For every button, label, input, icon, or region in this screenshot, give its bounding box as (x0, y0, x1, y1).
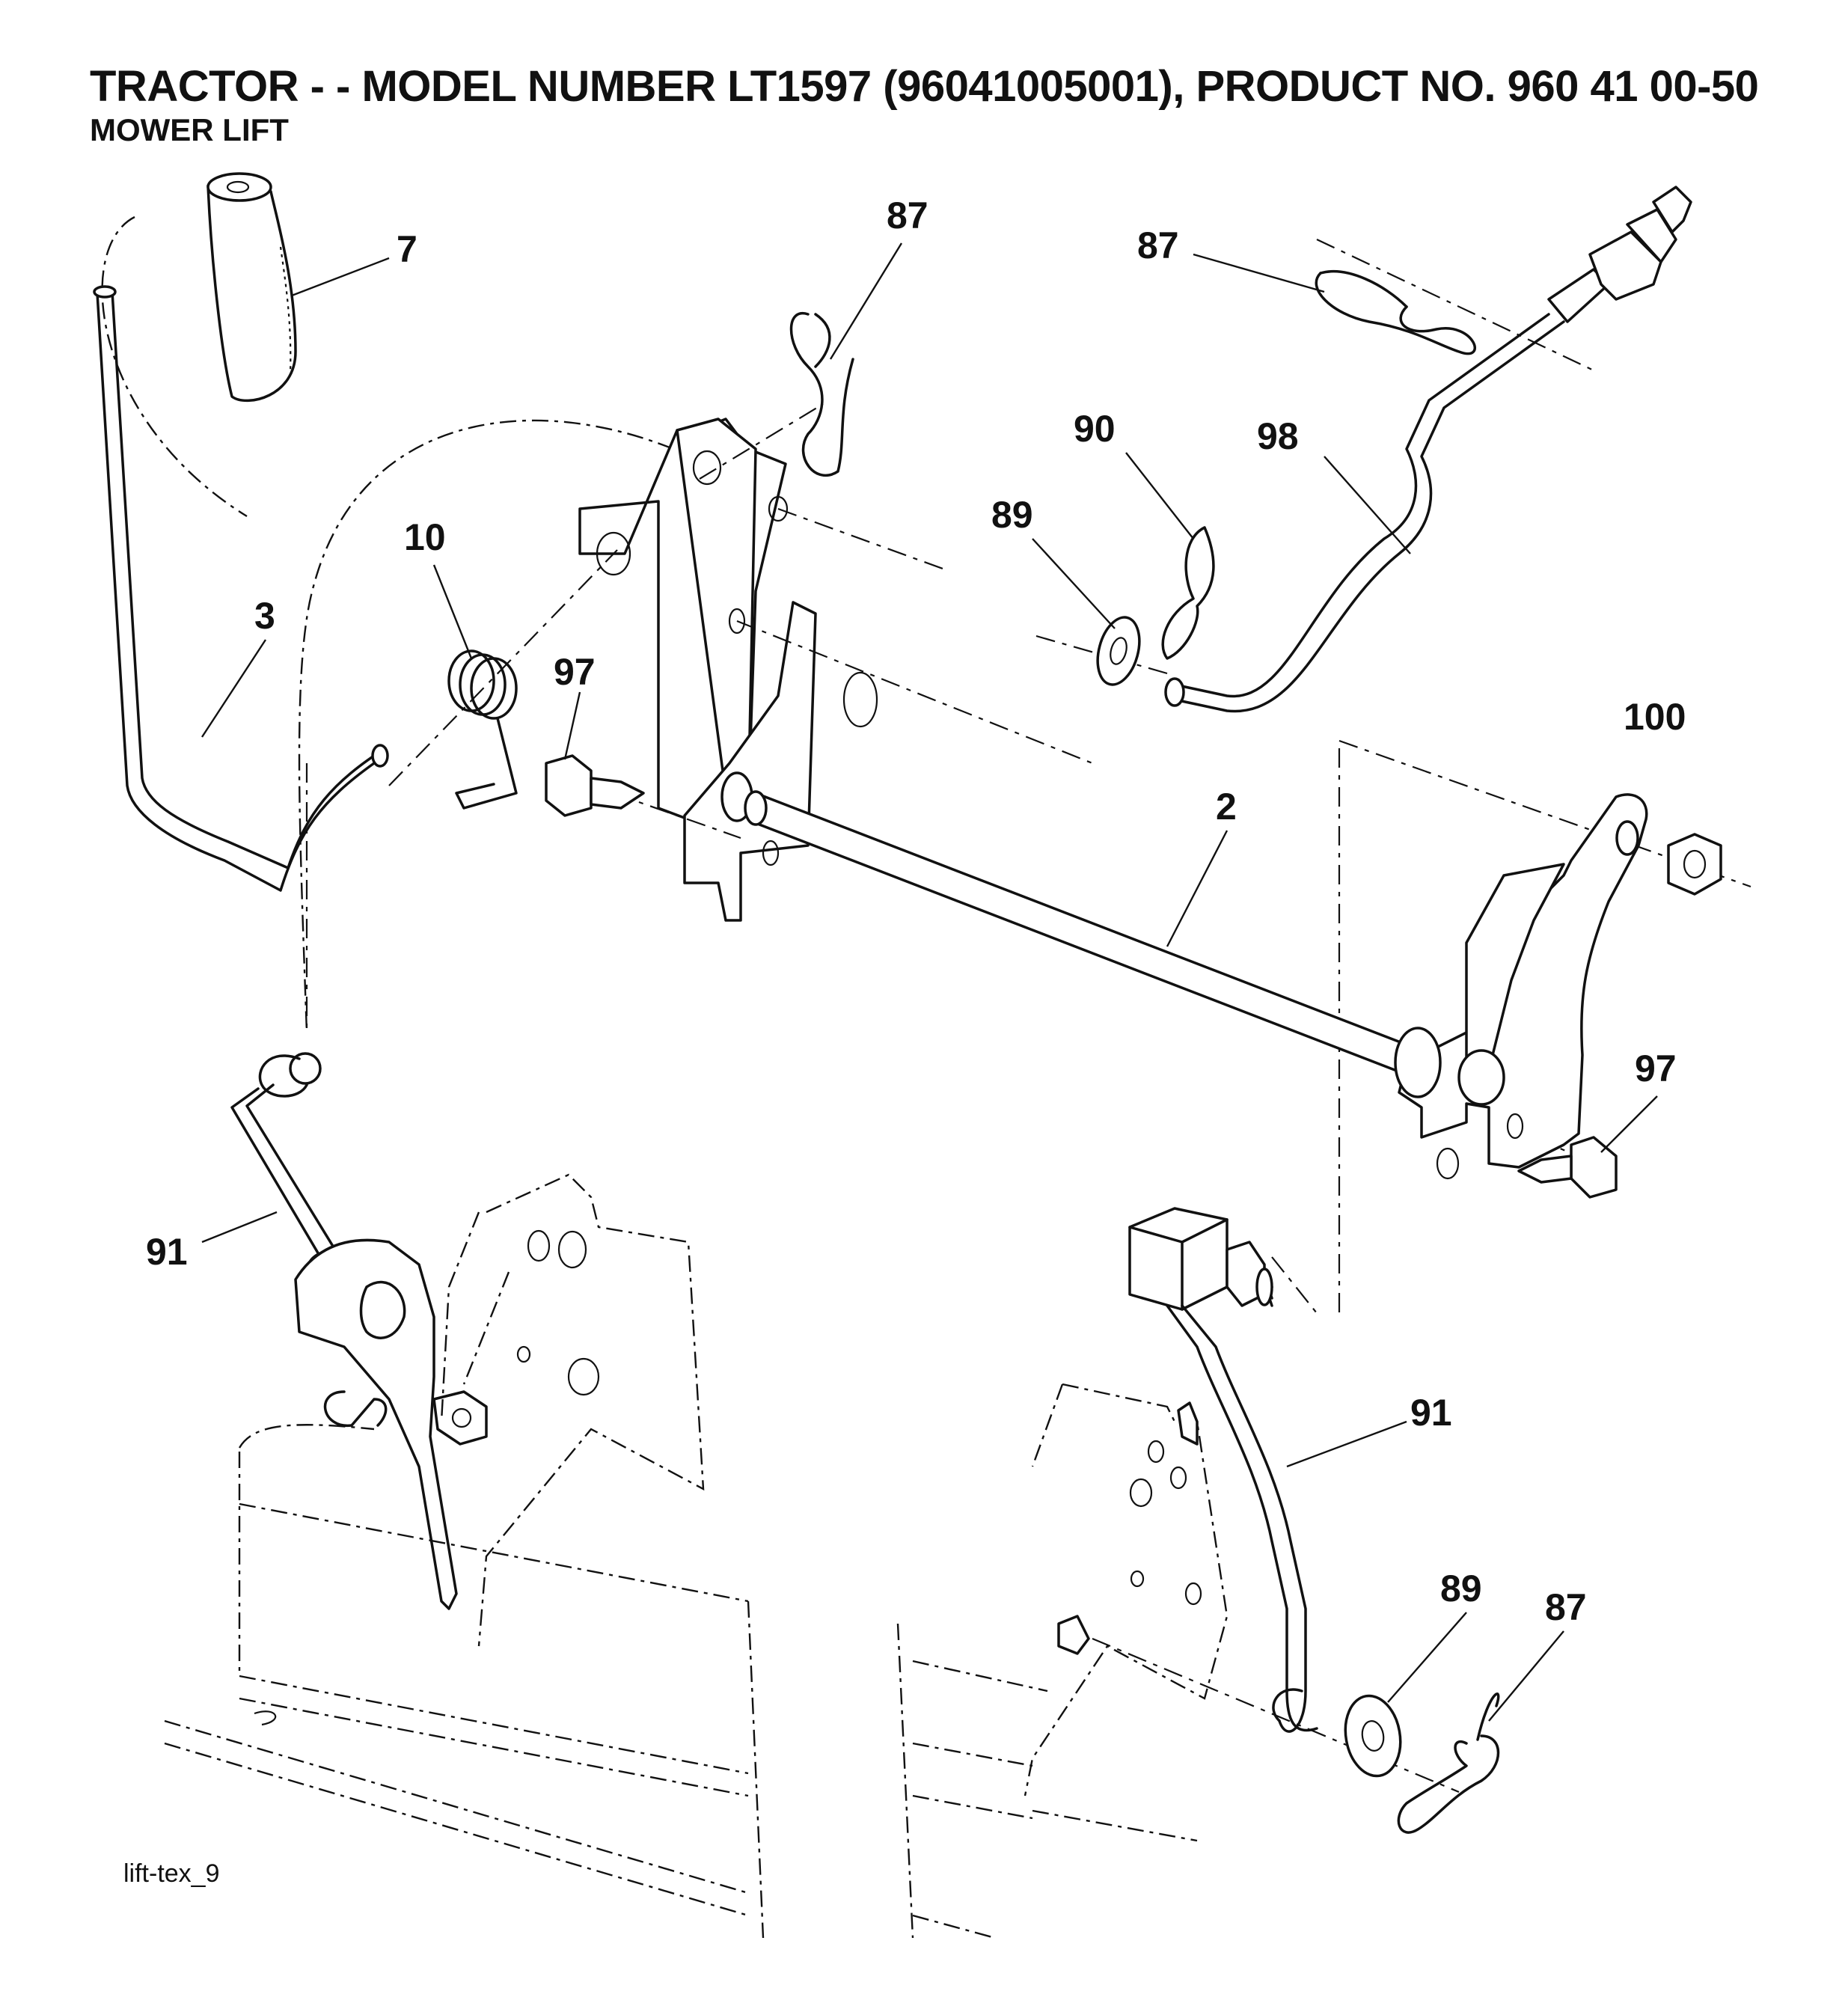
centerline-bracket (777, 507, 943, 570)
centerline-shaft-top (736, 620, 1093, 765)
mower-deck-right-phantom (896, 1623, 1198, 1939)
callout-97: 97 (1635, 1048, 1677, 1089)
leader-89a (1032, 538, 1116, 629)
leader-87b (1193, 253, 1325, 293)
flange-bolt-left (545, 754, 645, 817)
callout-89: 89 (991, 494, 1033, 536)
centerline-bolt-left (613, 792, 741, 840)
leader-90 (1125, 452, 1194, 539)
torsion-spring (447, 649, 518, 810)
leader-2 (1166, 830, 1229, 947)
page-title: TRACTOR - - MODEL NUMBER LT1597 (9604100… (90, 62, 1759, 111)
centerline-spring (388, 549, 618, 786)
hairpin-clip-bottom (1397, 1692, 1500, 1834)
leader-87c (1488, 1630, 1564, 1722)
callout-10: 10 (404, 516, 446, 558)
hairpin-clip-top (789, 311, 854, 477)
callout-87: 87 (1137, 224, 1179, 266)
leader-91b (1286, 1420, 1407, 1468)
leader-3 (201, 639, 267, 738)
callout-91: 91 (146, 1231, 188, 1273)
section-subtitle: MOWER LIFT (90, 112, 289, 147)
frame-plate-right (1024, 1383, 1229, 1797)
link-rod-right (1166, 1304, 1318, 1733)
leader-10 (432, 564, 473, 659)
handle-grip (206, 172, 297, 403)
hairpin-clip-90 (1161, 526, 1215, 660)
leader-87a (829, 242, 903, 360)
hairpin-clip-right (1315, 270, 1476, 355)
callout-3: 3 (254, 595, 275, 637)
pivot-bracket (578, 418, 878, 922)
callout-100: 100 (1624, 696, 1686, 738)
leader-7 (291, 257, 390, 297)
leader-97b (1600, 1095, 1658, 1153)
handle-phantom-arc (101, 215, 248, 518)
centerline-clip-top (699, 403, 824, 480)
callout-2: 2 (1216, 786, 1237, 828)
lift-shaft (744, 790, 1416, 1079)
centerline-clip-right (1316, 239, 1594, 371)
trunnion-block (1128, 1207, 1273, 1311)
flange-bolt-right (1517, 1136, 1618, 1199)
lift-lever-rod (93, 285, 389, 892)
leader-91a (201, 1211, 278, 1244)
lock-nut (1667, 833, 1722, 896)
lift-arm-right (1394, 793, 1648, 1180)
drawing-code: lift-tex_9 (123, 1859, 220, 1888)
callout-7: 7 (397, 228, 417, 270)
adjustment-rod (1164, 186, 1692, 713)
callout-90: 90 (1074, 408, 1116, 450)
lift-arm-left (294, 1238, 488, 1610)
flat-washer-bottom (1344, 1694, 1402, 1778)
callout-91: 91 (1410, 1392, 1452, 1434)
leader-97a (563, 691, 581, 760)
centerline-trunnion (1271, 1256, 1318, 1314)
mower-deck-left-phantom (164, 1424, 765, 1939)
callout-89: 89 (1440, 1568, 1482, 1609)
leader-98 (1324, 456, 1411, 554)
callout-98: 98 (1257, 415, 1299, 457)
frame-plate-left (440, 1173, 705, 1647)
callout-97: 97 (554, 651, 596, 693)
callout-87: 87 (1545, 1586, 1587, 1628)
callout-87: 87 (887, 195, 928, 236)
leader-89b (1387, 1612, 1467, 1703)
flat-washer-top (1096, 616, 1141, 686)
